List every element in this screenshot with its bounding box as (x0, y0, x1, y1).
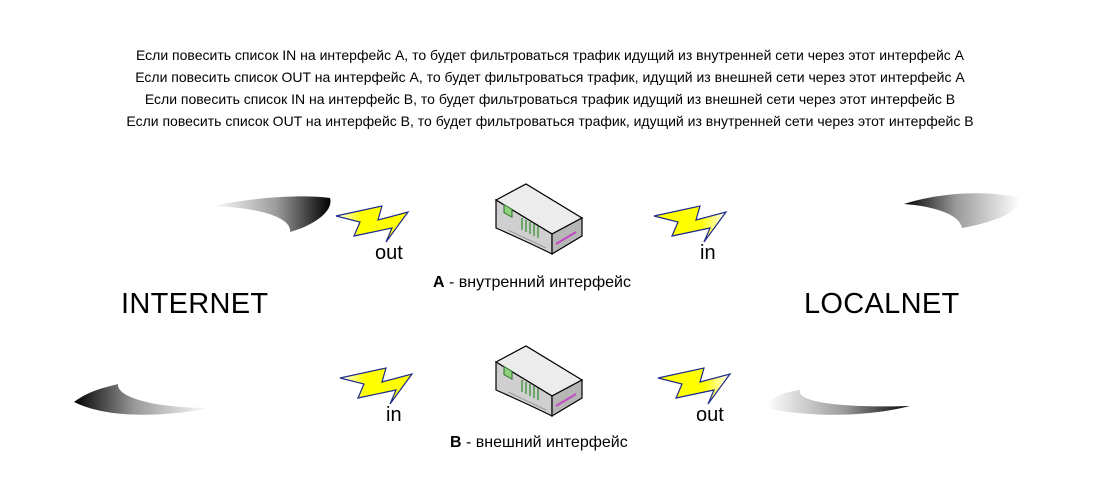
interface-a-description: - внутренний интерфейс (444, 274, 631, 291)
localnet-label: LOCALNET (804, 288, 960, 320)
router-icon (495, 345, 583, 417)
lightning-icon (657, 367, 731, 405)
intro-line-4: Если повесить список OUT на интерфейс B,… (126, 113, 974, 129)
iface-a-right-direction: in (700, 242, 716, 264)
intro-line-2: Если повесить список OUT на интерфейс A,… (135, 69, 965, 85)
lightning-icon (339, 367, 413, 405)
internet-label: INTERNET (121, 288, 269, 320)
lightning-icon (653, 205, 727, 243)
router-icon (495, 183, 583, 255)
iface-b-right-direction: out (696, 404, 724, 426)
interface-b-description: - внешний интерфейс (461, 434, 628, 451)
swoosh-bottom-left (74, 384, 210, 415)
swoosh-top-right (904, 193, 1021, 228)
swoosh-top-left (212, 196, 331, 232)
interface-a-letter: A (433, 274, 445, 291)
swoosh-bottom-right (766, 390, 910, 415)
interface-b-caption: B - внешний интерфейс (450, 434, 628, 452)
interface-a-caption: A - внутренний интерфейс (433, 274, 631, 292)
iface-b-left-direction: in (386, 404, 402, 426)
intro-line-3: Если повесить список IN на интерфейс B, … (144, 91, 956, 107)
lightning-icon (335, 205, 409, 243)
intro-line-1: Если повесить список IN на интерфейс A, … (136, 47, 964, 63)
interface-b-letter: B (450, 434, 462, 451)
intro-text: Если повесить список IN на интерфейс A, … (0, 44, 1100, 132)
iface-a-left-direction: out (375, 242, 403, 264)
